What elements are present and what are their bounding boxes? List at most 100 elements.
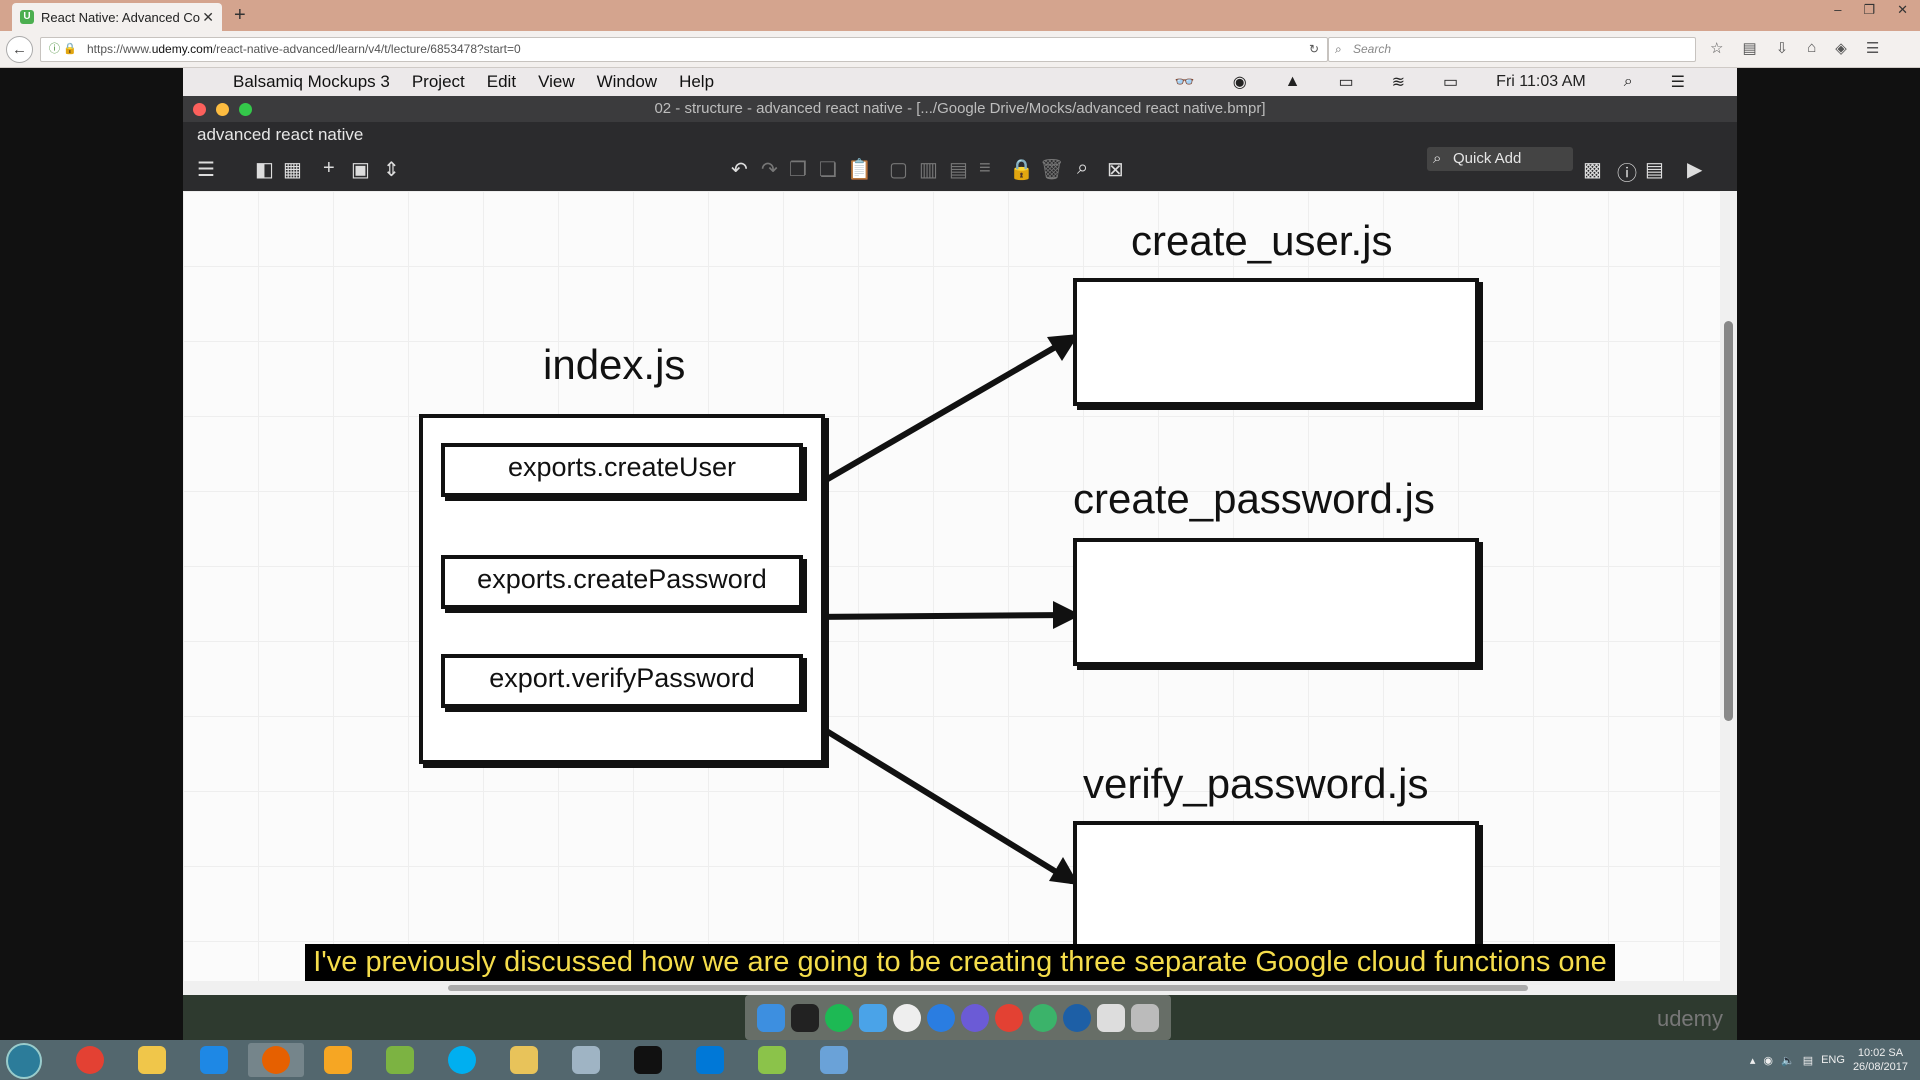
tray-app-icon[interactable]: ◉ <box>1763 1054 1773 1067</box>
info-icon[interactable]: ⓘ <box>1617 163 1637 185</box>
tray-expand-icon[interactable]: ▴ <box>1749 1054 1756 1067</box>
zoom-dot-icon[interactable] <box>239 103 252 116</box>
browser-dock-icon[interactable] <box>1063 1003 1091 1032</box>
align-icon[interactable]: ≡ <box>979 157 991 179</box>
menu-window[interactable]: Window <box>596 72 658 91</box>
restore-icon[interactable]: ❐ <box>1863 2 1876 17</box>
app-menu[interactable]: Balsamiq Mockups 3 <box>233 72 390 91</box>
start-button[interactable] <box>6 1043 42 1079</box>
lock-tool-icon[interactable]: 🔒 <box>1009 159 1034 181</box>
undo-icon[interactable]: ↶ <box>731 159 748 181</box>
taskbar-firefox[interactable] <box>248 1043 304 1077</box>
app-9-icon <box>572 1046 600 1074</box>
minimize-dot-icon[interactable] <box>216 103 229 116</box>
duplicate-icon[interactable]: ❏ <box>819 159 837 181</box>
network-dock-icon[interactable] <box>1029 1003 1057 1032</box>
airplay-icon[interactable]: ▭ <box>1338 74 1354 91</box>
ungroup-icon[interactable]: ▥ <box>919 159 938 181</box>
taskbar-app-5[interactable] <box>310 1043 366 1077</box>
new-tab-button[interactable]: + <box>234 4 246 26</box>
video-player[interactable]: Balsamiq Mockups 3 Project Edit View Win… <box>183 68 1737 1040</box>
emoji-dock-icon[interactable] <box>893 1003 921 1032</box>
trash-dock-icon[interactable] <box>1131 1003 1159 1032</box>
spotify-dock-icon[interactable] <box>825 1003 853 1032</box>
drive-icon[interactable]: ▲ <box>1284 73 1301 90</box>
ui-library-icon[interactable]: ▩ <box>1583 159 1602 181</box>
folder-dock-icon[interactable] <box>859 1003 887 1032</box>
quick-add-label: Quick Add <box>1453 150 1522 167</box>
battery-icon[interactable]: ▭ <box>1443 74 1459 91</box>
reorder-icon[interactable]: ⇕ <box>383 159 400 181</box>
hamburger-menu-icon[interactable]: ☰ <box>197 159 215 181</box>
network-icon[interactable]: ▤ <box>1802 1054 1814 1067</box>
glasses-icon[interactable]: 👓 <box>1174 74 1195 91</box>
terminal-icon <box>634 1046 662 1074</box>
downloads-icon[interactable]: ⇩ <box>1775 40 1789 57</box>
quick-add-input[interactable]: ⌕ Quick Add <box>1427 147 1573 171</box>
appstore-dock-icon[interactable] <box>927 1003 955 1032</box>
add-icon[interactable]: + <box>323 157 335 179</box>
find-icon[interactable]: ⌕ <box>1077 157 1089 179</box>
app-6-icon <box>386 1046 414 1074</box>
taskbar-app-6[interactable] <box>372 1043 428 1077</box>
terminal-dock-icon[interactable] <box>791 1003 819 1032</box>
grid-icon[interactable]: ▦ <box>283 159 302 181</box>
vertical-scroll-thumb[interactable] <box>1724 321 1733 721</box>
document-dock-icon[interactable] <box>1097 1003 1125 1032</box>
wifi-icon[interactable]: ≋ <box>1391 74 1406 91</box>
menu-edit[interactable]: Edit <box>486 72 517 91</box>
taskbar-explorer[interactable] <box>124 1043 180 1077</box>
reload-icon[interactable]: ↻ <box>1308 42 1319 56</box>
arrange-icon[interactable]: ▣ <box>351 159 370 181</box>
pocket-icon[interactable]: ◈ <box>1835 40 1847 57</box>
library-icon[interactable]: ▤ <box>1742 40 1757 57</box>
search-input[interactable]: ⌕ Search <box>1328 37 1696 62</box>
taskbar-terminal[interactable] <box>620 1043 676 1077</box>
taskbar-zalo[interactable] <box>186 1043 242 1077</box>
redo-icon[interactable]: ↷ <box>761 159 778 181</box>
pen-dock-icon[interactable] <box>961 1003 989 1032</box>
notes-icon[interactable]: ▤ <box>1645 159 1664 181</box>
horizontal-scrollbar[interactable] <box>183 981 1737 995</box>
taskbar-clock[interactable]: 10:02 SA 26/08/2017 <box>1853 1046 1908 1074</box>
minimize-icon[interactable]: – <box>1834 2 1842 17</box>
spotlight-icon[interactable]: ⌕ <box>1623 73 1633 90</box>
taskbar-chrome[interactable] <box>62 1043 118 1077</box>
close-window-icon[interactable]: ✕ <box>1897 2 1908 17</box>
menu-view[interactable]: View <box>538 72 575 91</box>
taskbar-app-13[interactable] <box>806 1043 862 1077</box>
close-dot-icon[interactable] <box>193 103 206 116</box>
close-tab-icon[interactable]: ✕ <box>202 8 214 25</box>
full-screen-icon[interactable]: ⊠ <box>1107 159 1124 181</box>
bookmark-star-icon[interactable]: ☆ <box>1710 40 1724 57</box>
delete-icon[interactable]: 🗑 <box>1039 159 1065 181</box>
taskbar-files[interactable] <box>496 1043 552 1077</box>
present-icon[interactable]: ▶ <box>1687 159 1703 181</box>
taskbar-skype[interactable] <box>434 1043 490 1077</box>
bring-front-icon[interactable]: ▤ <box>949 159 968 181</box>
record-icon[interactable]: ◉ <box>1232 74 1247 91</box>
vertical-scrollbar[interactable] <box>1720 191 1737 981</box>
taskbar-vscode[interactable] <box>682 1043 738 1077</box>
home-icon[interactable]: ⌂ <box>1807 39 1817 56</box>
menu-icon[interactable]: ☰ <box>1865 40 1880 57</box>
mockup-canvas[interactable]: index.js exports.createUser exports.crea… <box>183 191 1720 981</box>
browser-tab[interactable]: U React Native: Advanced Co ✕ <box>12 3 222 31</box>
language-indicator[interactable]: ENG <box>1821 1054 1845 1066</box>
back-button[interactable]: ← <box>6 36 33 63</box>
horizontal-scroll-thumb[interactable] <box>448 985 1528 991</box>
paste-icon[interactable]: 📋 <box>847 159 872 181</box>
taskbar-app-12[interactable] <box>744 1043 800 1077</box>
menu-project[interactable]: Project <box>411 72 465 91</box>
chrome-dock-icon[interactable] <box>995 1003 1023 1032</box>
copy-icon[interactable]: ❐ <box>789 159 807 181</box>
notification-icon[interactable]: ☰ <box>1670 74 1685 91</box>
volume-icon[interactable]: 🔈 <box>1780 1054 1795 1067</box>
taskbar-app-9[interactable] <box>558 1043 614 1077</box>
panel-icon[interactable]: ◧ <box>255 159 274 181</box>
group-icon[interactable]: ▢ <box>889 159 908 181</box>
menu-help[interactable]: Help <box>679 72 715 91</box>
finder-dock-icon[interactable] <box>757 1003 785 1032</box>
video-subtitle: I've previously discussed how we are goi… <box>283 944 1637 981</box>
url-bar[interactable]: ⓘ 🔒 https://www.udemy.com/react-native-a… <box>40 37 1328 62</box>
